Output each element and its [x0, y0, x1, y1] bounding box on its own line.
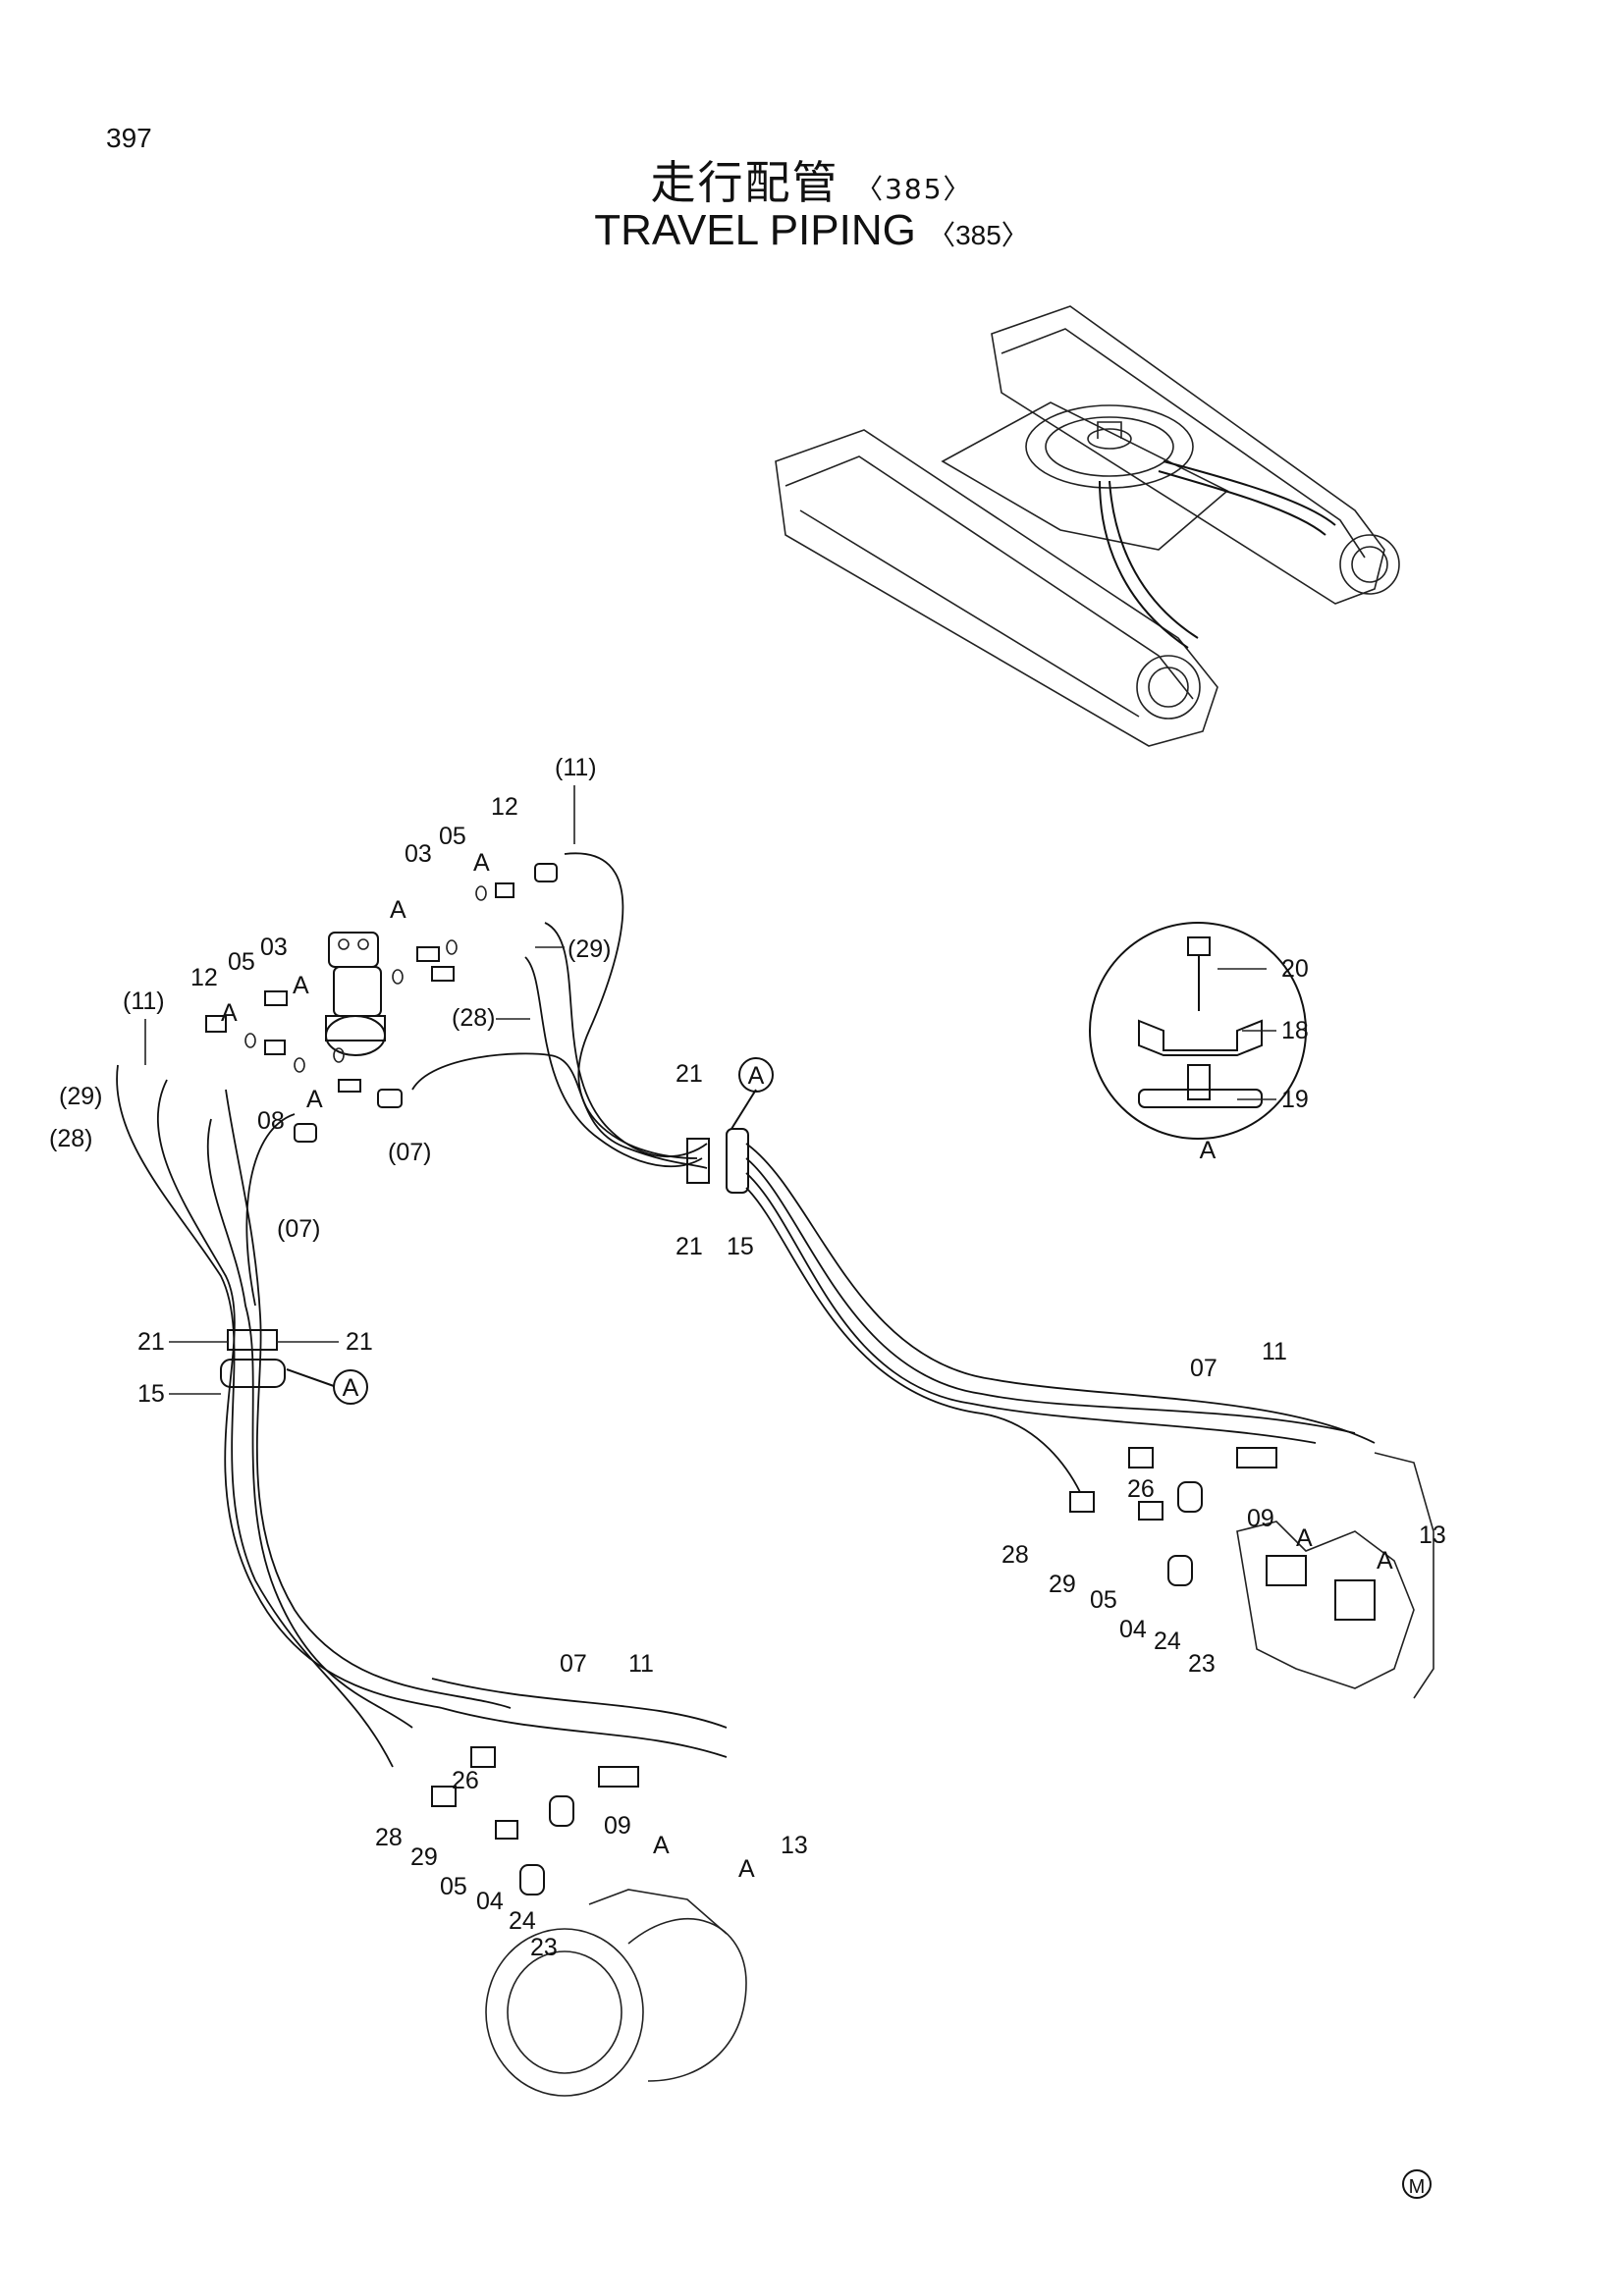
- callout-12-mid: 12: [190, 964, 218, 991]
- callout-08: 08: [257, 1107, 285, 1135]
- callout-b29: 29: [410, 1843, 438, 1871]
- right-travel-motor-illustration: [1069, 1447, 1434, 1699]
- callout-r23: 23: [1188, 1650, 1216, 1678]
- ref-marker-upper: A: [730, 1057, 774, 1130]
- callout-11-left: (11): [123, 988, 165, 1015]
- hose-bundle: [116, 852, 1376, 1768]
- title-english: TRAVEL PIPING 〈385〉: [0, 206, 1623, 255]
- left-travel-motor-illustration: [431, 1746, 747, 2097]
- callout-15-b: 15: [137, 1380, 165, 1408]
- callout-b07: 07: [560, 1650, 587, 1678]
- callout-r13: 13: [1419, 1522, 1446, 1549]
- callout-b13: 13: [781, 1832, 808, 1859]
- title-en-text: TRAVEL PIPING: [594, 206, 916, 254]
- callout-r04: 04: [1119, 1616, 1147, 1643]
- ref-marker-left: A: [286, 1368, 368, 1405]
- center-joint-illustration: [325, 932, 386, 1056]
- svg-text:M: M: [1409, 2176, 1426, 2198]
- callout-r05: 05: [1090, 1586, 1117, 1614]
- callout-29-left: (29): [59, 1083, 102, 1110]
- callout-21-a: 21: [676, 1060, 703, 1088]
- callout-r11: 11: [1262, 1338, 1287, 1365]
- callout-18: 18: [1281, 1017, 1309, 1044]
- callout-21-d: 21: [346, 1328, 373, 1356]
- callout-a-mid: A: [390, 896, 406, 924]
- callout-a-08: A: [306, 1086, 323, 1113]
- callout-b-a1: A: [653, 1832, 670, 1859]
- callout-r07: 07: [1190, 1355, 1217, 1382]
- title-japanese: 走行配管 〈385〉: [0, 147, 1623, 212]
- callout-05-mid: 05: [228, 948, 255, 976]
- callout-03-mid: 03: [260, 934, 288, 961]
- callout-b05: 05: [440, 1873, 467, 1900]
- callout-b23: 23: [530, 1934, 558, 1961]
- callout-a-top: A: [473, 849, 490, 877]
- callout-21-b: 21: [676, 1233, 703, 1260]
- callout-b04: 04: [476, 1888, 504, 1915]
- callout-labels: (11) 12 05 03 A (29) (28) A 03 05 12 A A…: [49, 754, 1446, 1961]
- callout-05-top: 05: [439, 823, 466, 850]
- callout-b-a2: A: [738, 1855, 755, 1883]
- group-code-en: 〈385〉: [928, 220, 1029, 250]
- callout-28-left: (28): [49, 1125, 92, 1152]
- callout-r26: 26: [1127, 1475, 1155, 1503]
- detail-view-a: A: [1089, 922, 1307, 1164]
- callout-07-lower: (07): [277, 1215, 320, 1243]
- callout-20: 20: [1281, 955, 1309, 983]
- callout-r24: 24: [1154, 1628, 1181, 1655]
- m-mark: M: [1402, 2169, 1432, 2199]
- callout-r-a2: A: [1377, 1547, 1393, 1575]
- callout-21-c: 21: [137, 1328, 165, 1356]
- callout-b26: 26: [452, 1767, 479, 1794]
- callout-12-top: 12: [491, 793, 518, 821]
- callout-r28: 28: [1001, 1541, 1029, 1569]
- callout-29-top: (29): [568, 935, 611, 963]
- callout-15-a: 15: [727, 1233, 754, 1260]
- callout-28-top: (28): [452, 1004, 495, 1032]
- svg-text:A: A: [748, 1062, 765, 1090]
- callout-11-top: (11): [555, 754, 597, 781]
- undercarriage-overview-illustration: [775, 305, 1400, 747]
- callout-19: 19: [1281, 1086, 1309, 1113]
- callout-b28: 28: [375, 1824, 403, 1851]
- group-code-jp: 〈385〉: [855, 173, 973, 205]
- callout-03-top: 03: [405, 840, 432, 868]
- callout-r29: 29: [1049, 1571, 1076, 1598]
- callout-b09: 09: [604, 1812, 631, 1840]
- callout-a-mid2: A: [293, 972, 309, 999]
- callout-r09: 09: [1247, 1505, 1274, 1532]
- callout-b24: 24: [509, 1907, 536, 1935]
- callout-r-a1: A: [1296, 1524, 1313, 1552]
- callout-a-mid3: A: [221, 999, 238, 1027]
- fittings-upper: [205, 863, 558, 1143]
- svg-text:A: A: [343, 1374, 359, 1402]
- page-number: 397: [106, 123, 152, 153]
- title-jp-text: 走行配管: [650, 156, 839, 209]
- detail-a-label: A: [1200, 1137, 1217, 1164]
- callout-b11: 11: [628, 1650, 654, 1678]
- callout-07-upper: (07): [388, 1139, 431, 1166]
